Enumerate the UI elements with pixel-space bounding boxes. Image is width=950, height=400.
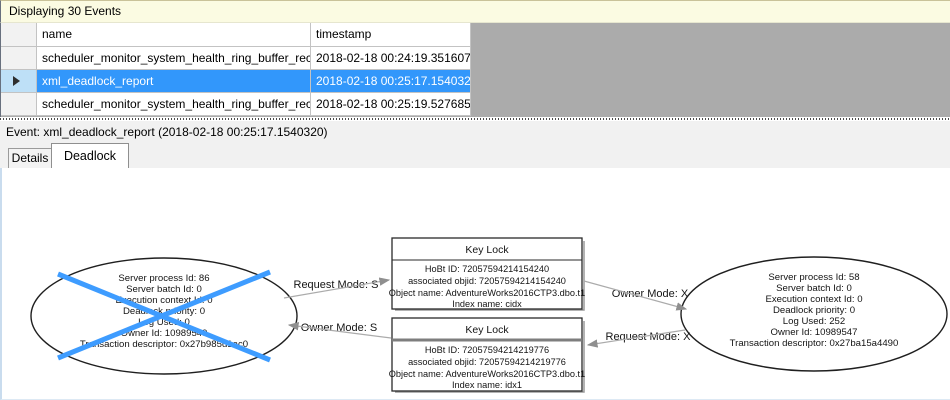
lock-line: Index name: idx1 [452,380,522,390]
node-line: Transaction descriptor: 0x27ba15a4490 [730,338,899,349]
node-line: Execution context Id: 0 [115,295,212,306]
tab-deadlock[interactable]: Deadlock [51,143,129,168]
events-grid: name timestamp scheduler_monitor_system_… [0,23,950,117]
edge-label-owner-x: Owner Mode: X [612,288,689,300]
tab-details[interactable]: Details [8,148,52,168]
node-line: Owner Id: 10989549 [121,328,208,339]
lock-bottom-text: HoBt ID: 72057594214219776 associated ob… [389,345,585,390]
row-selector-header [1,23,37,47]
edge-request-x [586,329,686,348]
current-row-arrow-icon [13,76,20,86]
lock-top-text: HoBt ID: 72057594214154240 associated ob… [389,264,585,309]
node-line: Deadlock priority: 0 [773,305,855,316]
column-header-name[interactable]: name [37,23,311,47]
lock-title: Key Lock [465,244,509,256]
key-lock-node-top: Key Lock HoBt ID: 72057594214154240 asso… [389,237,585,311]
node-line: Log Used: 0 [138,317,190,328]
lock-line: HoBt ID: 72057594214219776 [425,345,549,355]
victim-process-text: Server process Id: 86 Server batch Id: 0… [80,273,248,350]
lock-line: HoBt ID: 72057594214154240 [425,264,549,274]
lock-line: associated objid: 72057594214154240 [408,276,566,286]
table-row[interactable]: scheduler_monitor_system_health_ring_buf… [1,47,471,70]
edge-owner-x [583,280,688,311]
lock-line: Object name: AdventureWorks2016CTP3.dbo.… [389,288,585,298]
node-line: Owner Id: 10989547 [771,327,858,338]
edge-owner-s [287,322,392,339]
victim-process-node: Server process Id: 86 Server batch Id: 0… [30,257,298,375]
node-line: Server process Id: 58 [768,272,859,283]
owner-process-node: Server process Id: 58 Server batch Id: 0… [680,256,948,372]
table-row[interactable]: scheduler_monitor_system_health_ring_buf… [1,93,471,116]
victim-cross-icon [57,269,271,363]
row-selector-cell [1,93,37,116]
events-count-bar: Displaying 30 Events [0,0,950,23]
detail-tabstrip: Details Deadlock [0,143,950,168]
deadlock-edges: Request Mode: S Owner Mode: S Owner Mode… [283,277,692,348]
edge-label-owner-s: Owner Mode: S [301,322,377,334]
node-line: Server batch Id: 0 [776,283,852,294]
column-header-timestamp[interactable]: timestamp [311,23,471,47]
lock-line: associated objid: 72057594214219776 [408,357,566,367]
cell-name: scheduler_monitor_system_health_ring_buf… [37,47,311,70]
cell-name: xml_deadlock_report [37,70,311,93]
deadlock-graph: Server process Id: 86 Server batch Id: 0… [30,237,948,393]
edge-request-s [283,277,391,299]
row-selector-cell [1,70,37,93]
node-line: Deadlock priority: 0 [123,306,205,317]
deadlock-graph-pane: Server process Id: 86 Server batch Id: 0… [0,168,950,400]
edge-label-request-x: Request Mode: X [606,331,692,343]
key-lock-node-bottom: Key Lock HoBt ID: 72057594214219776 asso… [389,317,585,393]
current-event-bar: Event: xml_deadlock_report (2018-02-18 0… [0,121,950,143]
lock-title: Key Lock [465,324,509,336]
lock-line: Index name: cidx [452,299,522,309]
row-selector-cell [1,47,37,70]
node-line: Transaction descriptor: 0x27b985d1ac0 [80,339,248,350]
node-line: Log Used: 252 [783,316,845,327]
cell-timestamp: 2018-02-18 00:25:17.1540320 [311,70,471,93]
node-line: Server process Id: 86 [118,273,209,284]
cell-name: scheduler_monitor_system_health_ring_buf… [37,93,311,116]
node-line: Server batch Id: 0 [126,284,202,295]
owner-process-text: Server process Id: 58 Server batch Id: 0… [730,272,899,349]
cell-timestamp: 2018-02-18 00:25:19.5276859 [311,93,471,116]
node-line: Execution context Id: 0 [765,294,862,305]
cell-timestamp: 2018-02-18 00:24:19.3516078 [311,47,471,70]
lock-line: Object name: AdventureWorks2016CTP3.dbo.… [389,369,585,379]
table-row-selected[interactable]: xml_deadlock_report 2018-02-18 00:25:17.… [1,70,471,93]
horizontal-splitter[interactable] [0,117,950,121]
edge-label-request-s: Request Mode: S [294,279,379,291]
